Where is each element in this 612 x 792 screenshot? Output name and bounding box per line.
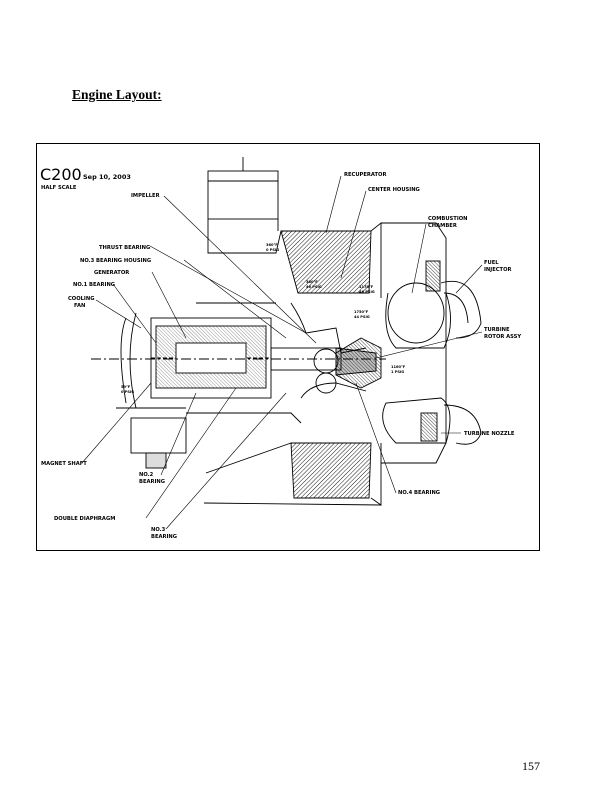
label-no3-bearing-housing: NO.3 BEARING HOUSING: [80, 258, 151, 264]
annotation-temp-4: 1750°F: [354, 310, 369, 314]
label-fuel-2: INJECTOR: [484, 267, 512, 273]
label-center-housing: CENTER HOUSING: [368, 187, 420, 193]
annotation-press-4: 44 PSIG: [354, 315, 370, 319]
page-number: 157: [522, 759, 540, 773]
label-no1-bearing: NO.1 BEARING: [73, 282, 115, 288]
page-heading: Engine Layout:: [72, 87, 162, 102]
label-magnet-shaft: MAGNET SHAFT: [41, 461, 87, 467]
label-cooling-2: FAN: [74, 303, 85, 309]
drawing-scale: HALF SCALE: [41, 185, 77, 191]
annotation-press-1: 0 PSIG: [266, 248, 279, 252]
label-double-diaphragm: DOUBLE DIAPHRAGM: [54, 516, 115, 522]
drawing-date: Sep 10, 2003: [83, 173, 131, 181]
annotation-press-3: 46 PSIG: [359, 290, 375, 294]
label-no2-2: BEARING: [139, 479, 165, 485]
label-turbine-rotor-2: ROTOR ASSY: [484, 334, 521, 340]
drawing-model: C200: [40, 165, 82, 184]
label-no4-bearing: NO.4 BEARING: [398, 490, 440, 496]
label-thrust-bearing: THRUST BEARING: [99, 245, 150, 251]
annotation-press-2: 46 PSIG: [306, 285, 322, 289]
annotation-press-5: 1 PSIG: [391, 370, 404, 374]
label-cooling-1: COOLING: [68, 296, 94, 302]
label-turbine-rotor-1: TURBINE: [484, 327, 510, 333]
annotation-temp-3: 1170°F: [359, 285, 374, 289]
label-turbine-nozzle: TURBINE NOZZLE: [464, 431, 515, 437]
label-impeller: IMPELLER: [131, 193, 160, 199]
label-recuperator: RECUPERATOR: [344, 172, 386, 178]
label-combustion-2: CHAMBER: [428, 223, 457, 229]
annotation-temp-5: 1160°F: [391, 365, 406, 369]
engine-cross-section: [91, 157, 482, 506]
annotation-temp-2: 380°F: [306, 280, 318, 284]
annotation-temp-1: 360°F: [266, 243, 278, 247]
engine-layout-drawing: C200 Sep 10, 2003 HALF SCALE: [36, 143, 540, 551]
label-no3-2: BEARING: [151, 534, 177, 540]
label-no3-1: NO.3: [151, 527, 166, 533]
annotation-press-6: 0 PSIG: [121, 390, 134, 394]
label-no2-1: NO.2: [139, 472, 154, 478]
label-generator: GENERATOR: [94, 270, 129, 276]
annotation-temp-6: 59°F: [121, 385, 131, 389]
label-combustion-1: COMBUSTION: [428, 216, 468, 222]
leader-lines: [81, 175, 483, 530]
label-fuel-1: FUEL: [484, 260, 499, 266]
